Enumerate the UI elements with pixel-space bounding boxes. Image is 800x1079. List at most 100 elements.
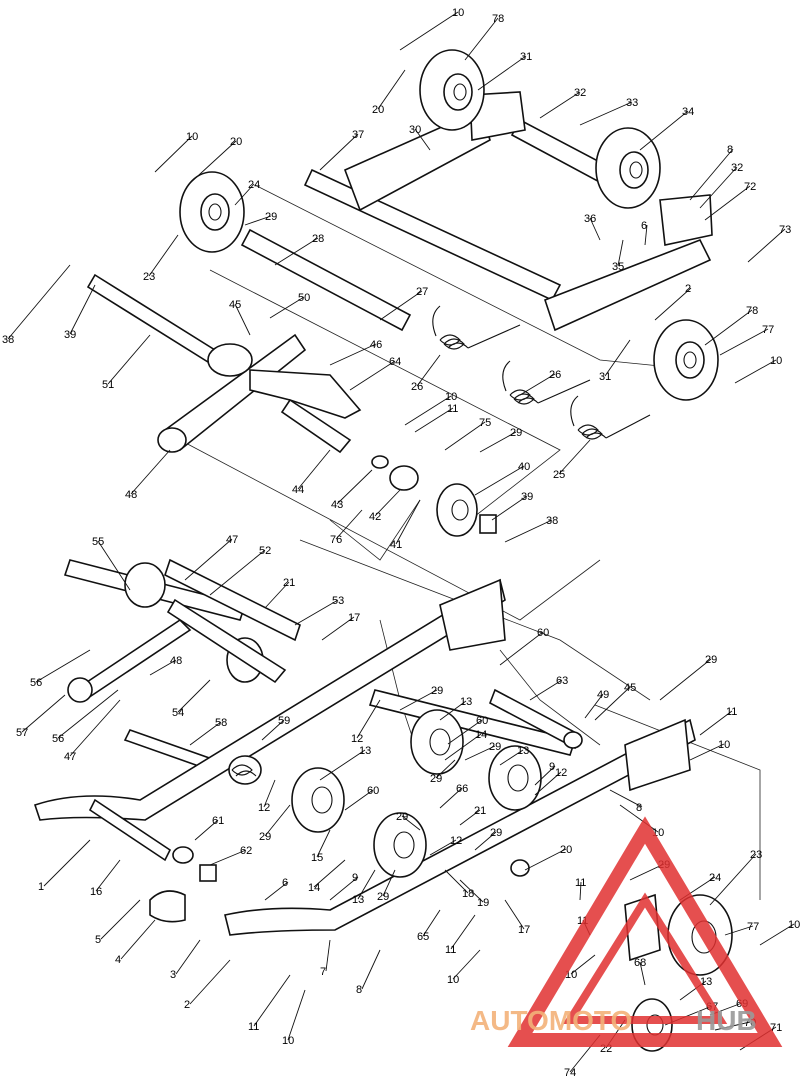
callout-label-34: 34 <box>682 106 694 118</box>
callout-label-18: 18 <box>462 888 474 900</box>
callout-leader-48 <box>149 659 177 676</box>
lower-wheel-13-a <box>410 709 464 775</box>
callout-leader-55 <box>97 540 131 591</box>
callout-label-11: 11 <box>248 1021 259 1033</box>
callout-leader-10 <box>154 135 193 173</box>
callout-label-14: 14 <box>475 729 487 741</box>
callout-label-72: 72 <box>744 181 756 193</box>
callout-label-48: 48 <box>170 655 182 667</box>
callout-leader-9 <box>534 765 556 786</box>
callout-label-37: 37 <box>352 129 364 141</box>
callout-leader-8 <box>689 148 734 201</box>
callout-label-26: 26 <box>549 369 561 381</box>
callout-label-32: 32 <box>731 162 743 174</box>
callout-label-7: 7 <box>320 966 326 978</box>
lower-arm-assembly <box>63 558 301 771</box>
callout-leader-47 <box>69 699 121 757</box>
callout-leader-12 <box>356 699 381 739</box>
callout-leader-53 <box>294 599 339 626</box>
middle-small-parts <box>371 455 497 537</box>
callout-leader-44 <box>297 449 331 490</box>
callout-leader-23 <box>148 234 179 277</box>
callout-leader-17 <box>504 899 525 930</box>
callout-leader-3 <box>175 939 201 975</box>
callout-label-55: 55 <box>92 536 104 548</box>
callout-leader-65 <box>422 909 441 937</box>
callout-label-62: 62 <box>240 845 252 857</box>
callout-leader-56 <box>35 649 91 683</box>
callout-label-21: 21 <box>283 577 295 589</box>
callout-leader-29 <box>435 759 456 779</box>
callout-leader-39 <box>69 284 96 335</box>
callout-label-38: 38 <box>546 515 558 527</box>
callout-leader-50 <box>269 296 305 319</box>
callout-leader-10 <box>404 395 452 426</box>
callout-leader-10 <box>452 949 481 980</box>
callout-leader-29 <box>629 863 665 881</box>
callout-label-60: 60 <box>367 785 379 797</box>
callout-leader-77 <box>719 328 769 356</box>
callout-leader-33 <box>579 101 633 126</box>
callout-label-38: 38 <box>2 334 14 346</box>
callout-leader-11 <box>253 974 291 1027</box>
callout-label-28: 28 <box>312 233 324 245</box>
callout-label-15: 15 <box>311 852 323 864</box>
callout-label-56: 56 <box>52 733 64 745</box>
callout-leader-19 <box>459 879 484 903</box>
callout-leader-26 <box>416 354 441 387</box>
callout-label-11: 11 <box>445 944 456 956</box>
callout-leader-8 <box>609 789 643 808</box>
callout-label-25: 25 <box>553 469 565 481</box>
front-arm-assembly <box>157 333 362 454</box>
callout-leader-39 <box>491 495 528 521</box>
callout-label-44: 44 <box>292 484 304 496</box>
callout-label-56: 56 <box>30 677 42 689</box>
callout-leader-25 <box>558 439 591 475</box>
callout-label-12: 12 <box>258 802 270 814</box>
callout-leader-72 <box>704 185 751 221</box>
callout-leader-10 <box>734 359 777 384</box>
callout-leader-5 <box>100 899 141 940</box>
callout-leader-4 <box>120 919 156 960</box>
callout-leader-12 <box>263 779 276 808</box>
callout-label-51: 51 <box>102 379 114 391</box>
callout-label-40: 40 <box>518 461 530 473</box>
callout-label-1: 1 <box>38 881 44 893</box>
callout-label-8: 8 <box>727 144 733 156</box>
callout-label-32: 32 <box>574 87 586 99</box>
callout-leader-10 <box>619 804 659 833</box>
callout-leader-56 <box>57 689 119 739</box>
callout-leader-73 <box>747 228 786 263</box>
callout-label-20: 20 <box>560 844 572 856</box>
callout-leader-11 <box>450 914 476 950</box>
callout-leader-29 <box>382 869 396 897</box>
callout-label-13: 13 <box>700 976 712 988</box>
callout-label-29: 29 <box>259 831 271 843</box>
callout-leader-31 <box>477 55 527 91</box>
callout-label-13: 13 <box>359 745 371 757</box>
callout-label-8: 8 <box>636 802 642 814</box>
callout-leader-1 <box>43 839 91 887</box>
callout-label-41: 41 <box>390 539 402 551</box>
callout-label-58: 58 <box>215 717 227 729</box>
callout-label-23: 23 <box>750 849 762 861</box>
callout-leader-29 <box>474 831 497 851</box>
callout-label-10: 10 <box>452 7 464 19</box>
callout-label-8: 8 <box>356 984 362 996</box>
callout-leader-31 <box>604 339 631 377</box>
callout-label-39: 39 <box>521 491 533 503</box>
callout-label-78: 78 <box>492 13 504 25</box>
callout-label-10: 10 <box>447 974 459 986</box>
callout-leader-52 <box>209 549 266 596</box>
callout-label-10: 10 <box>186 131 198 143</box>
callout-label-29: 29 <box>510 427 522 439</box>
callout-label-61: 61 <box>212 815 224 827</box>
callout-leader-70 <box>714 1021 751 1031</box>
callout-leader-20 <box>377 69 406 110</box>
callout-leader-10 <box>570 954 596 975</box>
callout-leader-38 <box>504 519 553 543</box>
callout-leader-29 <box>464 745 496 761</box>
callout-label-31: 31 <box>520 51 532 63</box>
callout-label-12: 12 <box>351 733 363 745</box>
